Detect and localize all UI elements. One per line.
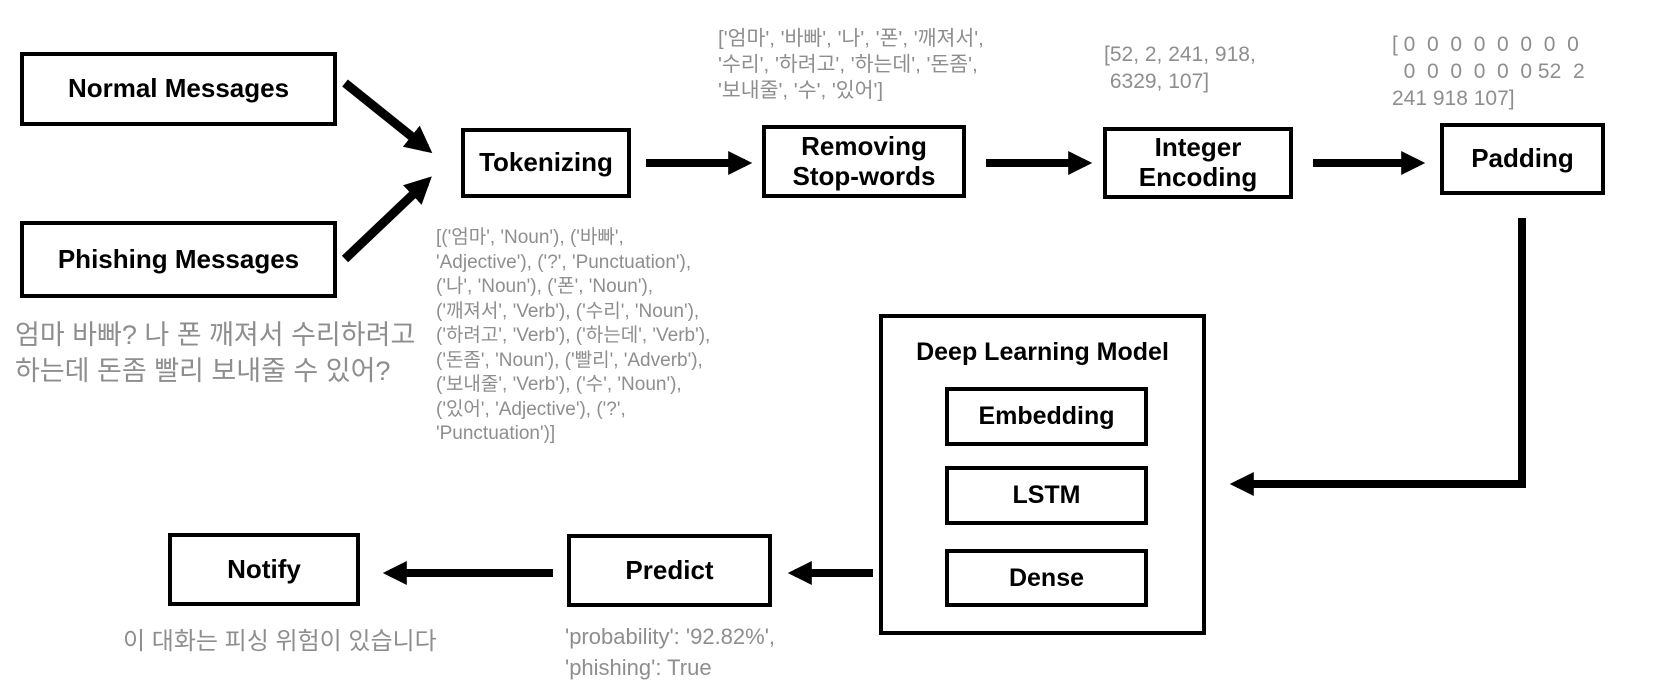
notify-box: Notify xyxy=(168,533,360,606)
tokenizing-box: Tokenizing xyxy=(461,128,631,198)
padding-box: Padding xyxy=(1440,123,1605,195)
removing-stop-words-box: Removing Stop-words xyxy=(762,125,966,198)
lstm-layer-box: LSTM xyxy=(945,466,1148,525)
deep-learning-model-title: Deep Learning Model xyxy=(916,338,1169,366)
dense-layer-box: Dense xyxy=(945,549,1148,607)
arrow-phishing-to-tokenizing xyxy=(341,176,432,263)
phishing-messages-box: Phishing Messages xyxy=(20,221,337,298)
tokenized-output-text: [('엄마', 'Noun'), ('바빠', 'Adjective'), ('… xyxy=(436,227,711,444)
prediction-output-text: 'probability': '92.82%', 'phishing': Tru… xyxy=(565,624,776,680)
embedding-layer-box: Embedding xyxy=(945,387,1148,446)
predict-box: Predict xyxy=(567,534,772,607)
integer-encoded-output-text: [52, 2, 241, 918, 6329, 107] xyxy=(1104,43,1256,93)
padded-output-text: [ 0 0 0 0 0 0 0 0 0 0 0 0 0 0 52 2 241 9… xyxy=(1392,33,1585,110)
phishing-example-text: 엄마 바빠? 나 폰 깨져서 수리하려고 하는데 돈좀 빨리 보내줄 수 있어? xyxy=(15,320,416,386)
arrow-padding-to-model xyxy=(1229,218,1526,496)
notification-text: 이 대화는 피싱 위험이 있습니다 xyxy=(123,628,437,655)
stop-words-output-text: ['엄마', '바빠', '나', '폰', '깨져서', '수리', '하려고… xyxy=(718,27,984,102)
deep-learning-model-box: Deep Learning Model Embedding LSTM Dense xyxy=(879,314,1206,635)
arrow-normal-to-tokenizing xyxy=(342,79,433,154)
integer-encoding-box: Integer Encoding xyxy=(1103,127,1293,199)
normal-messages-box: Normal Messages xyxy=(20,52,337,126)
